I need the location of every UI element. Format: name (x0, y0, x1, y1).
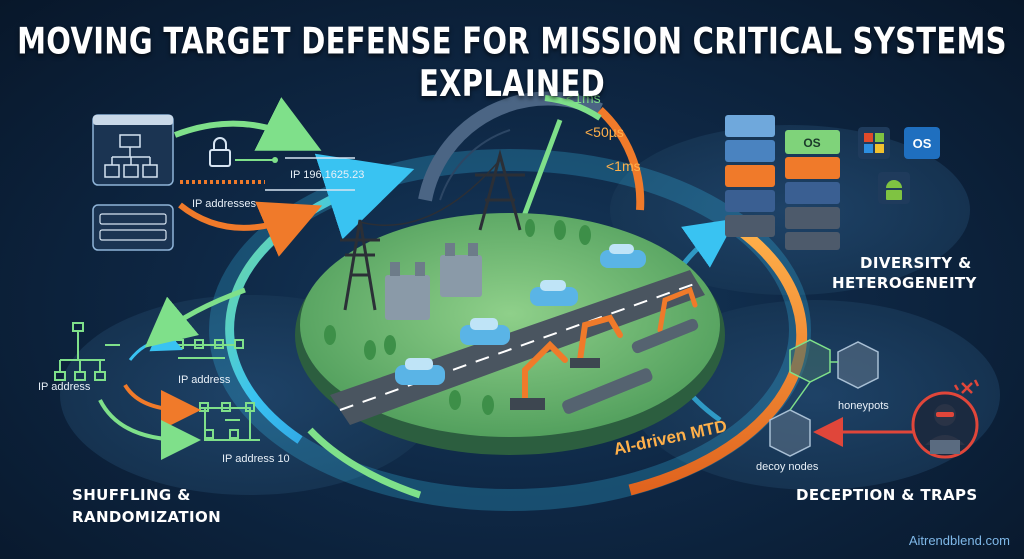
honeypot-cube-icon (837, 341, 879, 389)
conveyor-belt (562, 368, 653, 414)
lock-icon (209, 137, 231, 167)
timing-label-2: <50µs (585, 124, 624, 140)
mtd-ring-arrow-right (628, 225, 808, 496)
robot-arm-icon (577, 314, 623, 363)
timing-label-1: <1ms (566, 90, 601, 106)
car-icon (600, 244, 646, 268)
diversity-heading-line2: HETEROGENEITY (832, 274, 978, 292)
car-icon (460, 318, 510, 345)
shuffle-ip-label-1: IP address (38, 381, 91, 393)
robot-arm-icon (522, 340, 568, 403)
shuffle-arrow (144, 287, 246, 348)
server-stack-icon (785, 130, 840, 250)
shuffle-arrow (123, 383, 201, 430)
shuffle-arrow (98, 399, 201, 460)
ip-flow-arrow (178, 201, 323, 257)
power-pylon-icon (340, 219, 380, 311)
tree-icon (324, 219, 591, 415)
decoy-cube-icon (789, 339, 831, 383)
transformer-icon (385, 262, 430, 320)
transformer-icon (440, 243, 482, 297)
hacker-icon (911, 391, 979, 459)
shuffling-heading-line2: RANDOMIZATION (72, 508, 221, 526)
shuffle-ip-label-3: IP address 10 (222, 453, 290, 465)
diversity-heading-line1: DIVERSITY & (860, 254, 972, 272)
robot-base (510, 398, 545, 410)
alert-icon (953, 379, 980, 394)
os-server-label: OS (803, 136, 820, 150)
ip-server-panel (92, 114, 174, 251)
decoy-cube-icon (769, 409, 811, 457)
ip-value-label: IP 196.1625.23 (290, 169, 364, 181)
os-badge-label: OS (913, 136, 932, 151)
decoy-nodes-label: decoy nodes (756, 461, 819, 473)
page-title: MOVING TARGET DEFENSE FOR MISSION CRITIC… (17, 19, 1007, 105)
ip-flow-arrow (173, 97, 322, 151)
deception-heading: DECEPTION & TRAPS (796, 486, 978, 504)
shuffle-ip-label-2: IP address (178, 374, 231, 386)
honeypots-label: honeypots (838, 400, 889, 412)
network-topology-icon (54, 322, 120, 381)
windows-logo-icon (858, 127, 890, 159)
road (330, 270, 705, 425)
car-icon (395, 358, 445, 385)
power-pylon-icon (475, 149, 525, 231)
robot-arm-icon (657, 286, 698, 333)
watermark: Aitrendblend.com (909, 533, 1010, 548)
shuffling-heading-line1: SHUFFLING & (72, 486, 191, 504)
car-icon (530, 280, 578, 306)
server-stack-icon (725, 115, 775, 237)
timing-label-3: <1ms (606, 158, 641, 174)
os-server-block (785, 130, 840, 154)
android-logo-icon (878, 172, 910, 204)
mtd-ring-arrow-bottom (307, 427, 422, 499)
os-badge-icon (904, 127, 940, 159)
ip-addresses-label: IP addresses (192, 198, 257, 210)
